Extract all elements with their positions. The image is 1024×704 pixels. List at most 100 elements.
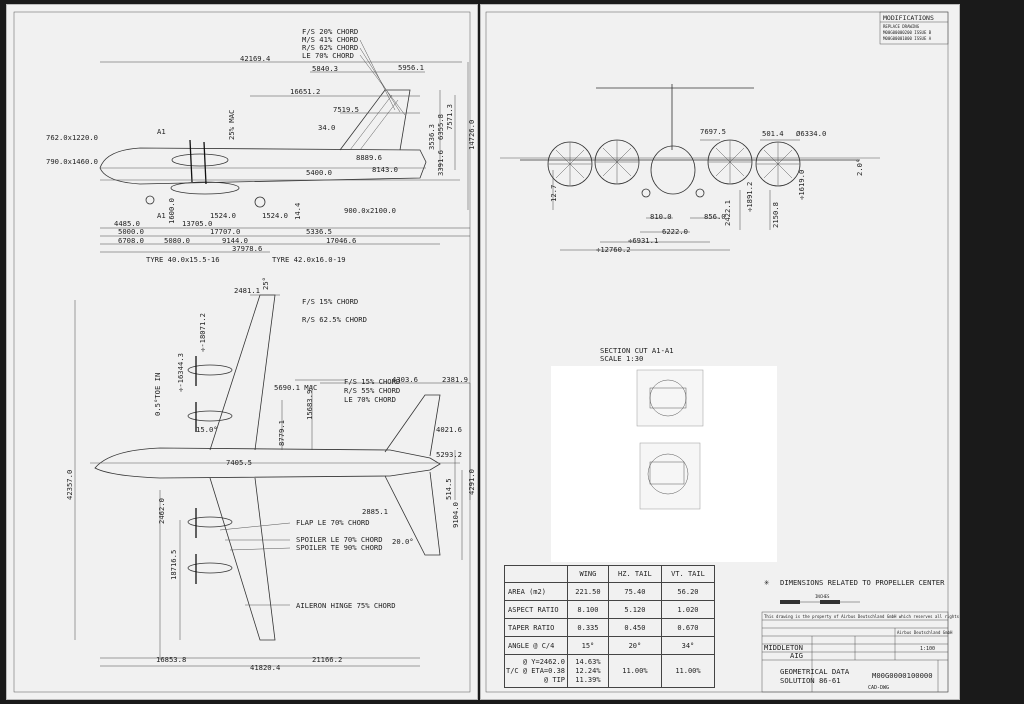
table-cell: 15°	[567, 636, 609, 655]
dim-label: 42357.0	[65, 470, 74, 500]
tail-chord: F/S 15% CHORD	[344, 377, 400, 386]
table-cell: 1.020	[660, 600, 716, 619]
tc-label: @ Y=2462.0	[522, 657, 565, 666]
table-header: WING	[567, 565, 609, 583]
dim-label: 6222.0	[662, 227, 688, 236]
tail-chord: R/S 55% CHORD	[344, 386, 400, 395]
table-cell: 34°	[660, 636, 716, 655]
dim-label: ✛-16344.3	[176, 353, 185, 392]
table-cell: 75.40	[607, 582, 662, 601]
dim-label: 2481.1	[234, 286, 260, 295]
table-row: TAPER RATIO 0.335 0.450 0.670	[504, 618, 716, 637]
tb-text: REPLACE DRAWING	[883, 24, 920, 29]
dim-label: 5400.0	[306, 168, 332, 177]
tc-value: 14.63%	[575, 657, 601, 666]
dim-label: 1524.0	[210, 211, 236, 220]
dim-label: 13705.0	[182, 219, 212, 228]
dim-label: A1	[157, 127, 166, 136]
dim-label: 5690.1 MAC	[274, 383, 317, 392]
section-cut	[551, 366, 777, 562]
dim-label: 3391.6	[436, 150, 445, 176]
tb-text: AIG	[790, 651, 803, 660]
dim-label: 12.7	[549, 185, 558, 202]
table-row: ASPECT RATIO 8.100 5.120 1.020	[504, 600, 716, 619]
table-cell: ASPECT RATIO	[504, 600, 568, 619]
dim-label: 7405.5	[226, 458, 252, 467]
section-scale: SCALE 1:30	[600, 354, 643, 363]
dim-label: 4485.0	[114, 219, 140, 228]
side-chord-4: LE 70% CHORD	[302, 51, 354, 60]
tb-text: MIDDLETON	[764, 643, 803, 652]
dim-label: 2422.1	[723, 200, 732, 226]
dim-label: A1	[157, 211, 166, 220]
table-row: ANGLE @ C/4 15° 20° 34°	[504, 636, 716, 655]
dim-label: 14726.0	[467, 120, 476, 150]
table-header: HZ. TAIL	[607, 565, 662, 583]
tb-text: M00G00000200 ISSUE B	[883, 30, 932, 35]
dim-label: 18716.5	[169, 550, 178, 580]
side-chord-1: F/S 20% CHORD	[302, 27, 358, 36]
tc-label: T/C @ ETA=0.38	[506, 666, 566, 675]
dim-label: 41820.4	[250, 663, 280, 672]
tc-value: 12.24%	[575, 666, 601, 675]
dim-label: 5840.3	[312, 64, 338, 73]
tb-text: INCHES	[815, 594, 830, 599]
dim-label: 3536.3	[427, 124, 436, 150]
dim-label: 15.0°	[196, 425, 218, 434]
tc-value: 11.39%	[575, 675, 601, 684]
dim-label: 1524.0	[262, 211, 288, 220]
plan-chord: F/S 15% CHORD	[302, 297, 358, 306]
dim-label: 2381.9	[442, 375, 468, 384]
modifications-label: MODIFICATIONS	[883, 14, 934, 22]
dim-label: Ø6334.0	[796, 129, 826, 138]
dim-label: 0.5°TOE IN	[153, 373, 162, 416]
dim-label: 7519.5	[333, 105, 359, 114]
dim-label: 34.0	[318, 123, 335, 132]
dim-label: 9104.0	[451, 502, 460, 528]
dim-label: 501.4	[762, 129, 784, 138]
drawing-number: M00G0000100000	[872, 671, 933, 680]
dim-label: ✛1619.0	[797, 170, 806, 200]
front-view	[500, 84, 880, 251]
dim-label: 25% MAC	[227, 110, 236, 140]
dim-label: 20.0°	[392, 537, 414, 546]
tail-chord: LE 70% CHORD	[344, 395, 396, 404]
table-cell: 56.20	[660, 582, 716, 601]
section-title: SECTION CUT A1-A1	[600, 346, 674, 355]
dim-label: 2462.0	[157, 498, 166, 524]
side-view	[99, 39, 470, 253]
right-frame	[485, 11, 949, 693]
dim-label: 1600.0	[167, 198, 176, 224]
tb-text: Airbus Deutschland GmbH	[897, 630, 953, 635]
asterisk-icon: ✳	[764, 578, 770, 588]
dim-label: 4303.6	[392, 375, 418, 384]
tb-text: M00G00001000 ISSUE A	[883, 36, 932, 41]
dim-label: ✛6931.1	[628, 236, 658, 245]
dim-label: 17707.0	[210, 227, 240, 236]
dim-label: 810.0	[650, 212, 672, 221]
dim-label: 16651.2	[290, 87, 320, 96]
table-cell: 0.335	[567, 618, 609, 637]
dim-label: 17046.6	[326, 236, 356, 245]
table-header: VT. TAIL	[660, 565, 716, 583]
dim-label: 16853.8	[156, 655, 186, 664]
dim-label: 8779.1	[277, 420, 286, 446]
dim-label: 8143.0	[372, 165, 398, 174]
dim-label: 37978.6	[232, 244, 262, 253]
dim-label: 7571.3	[445, 104, 454, 130]
table-cell: 8.100	[567, 600, 609, 619]
dim-label: 5000.0	[118, 227, 144, 236]
dim-label: 5293.2	[436, 450, 462, 459]
tc-value: 11.00%	[607, 654, 662, 688]
plan-view	[74, 294, 471, 667]
dim-label: 5080.0	[164, 236, 190, 245]
dim-label: 514.5	[444, 478, 453, 500]
dim-label: TYRE 42.0x16.0-19	[272, 255, 346, 264]
geometry-table: WING HZ. TAIL VT. TAIL AREA (m2) 221.50 …	[504, 565, 716, 688]
table-cell: 20°	[607, 636, 662, 655]
table-cell: ANGLE @ C/4	[504, 636, 568, 655]
dim-label: 2.0°	[855, 159, 864, 176]
table-cell: AREA (m2)	[504, 582, 568, 601]
left-frame	[13, 11, 471, 693]
dim-label: ✛1891.2	[745, 182, 754, 212]
